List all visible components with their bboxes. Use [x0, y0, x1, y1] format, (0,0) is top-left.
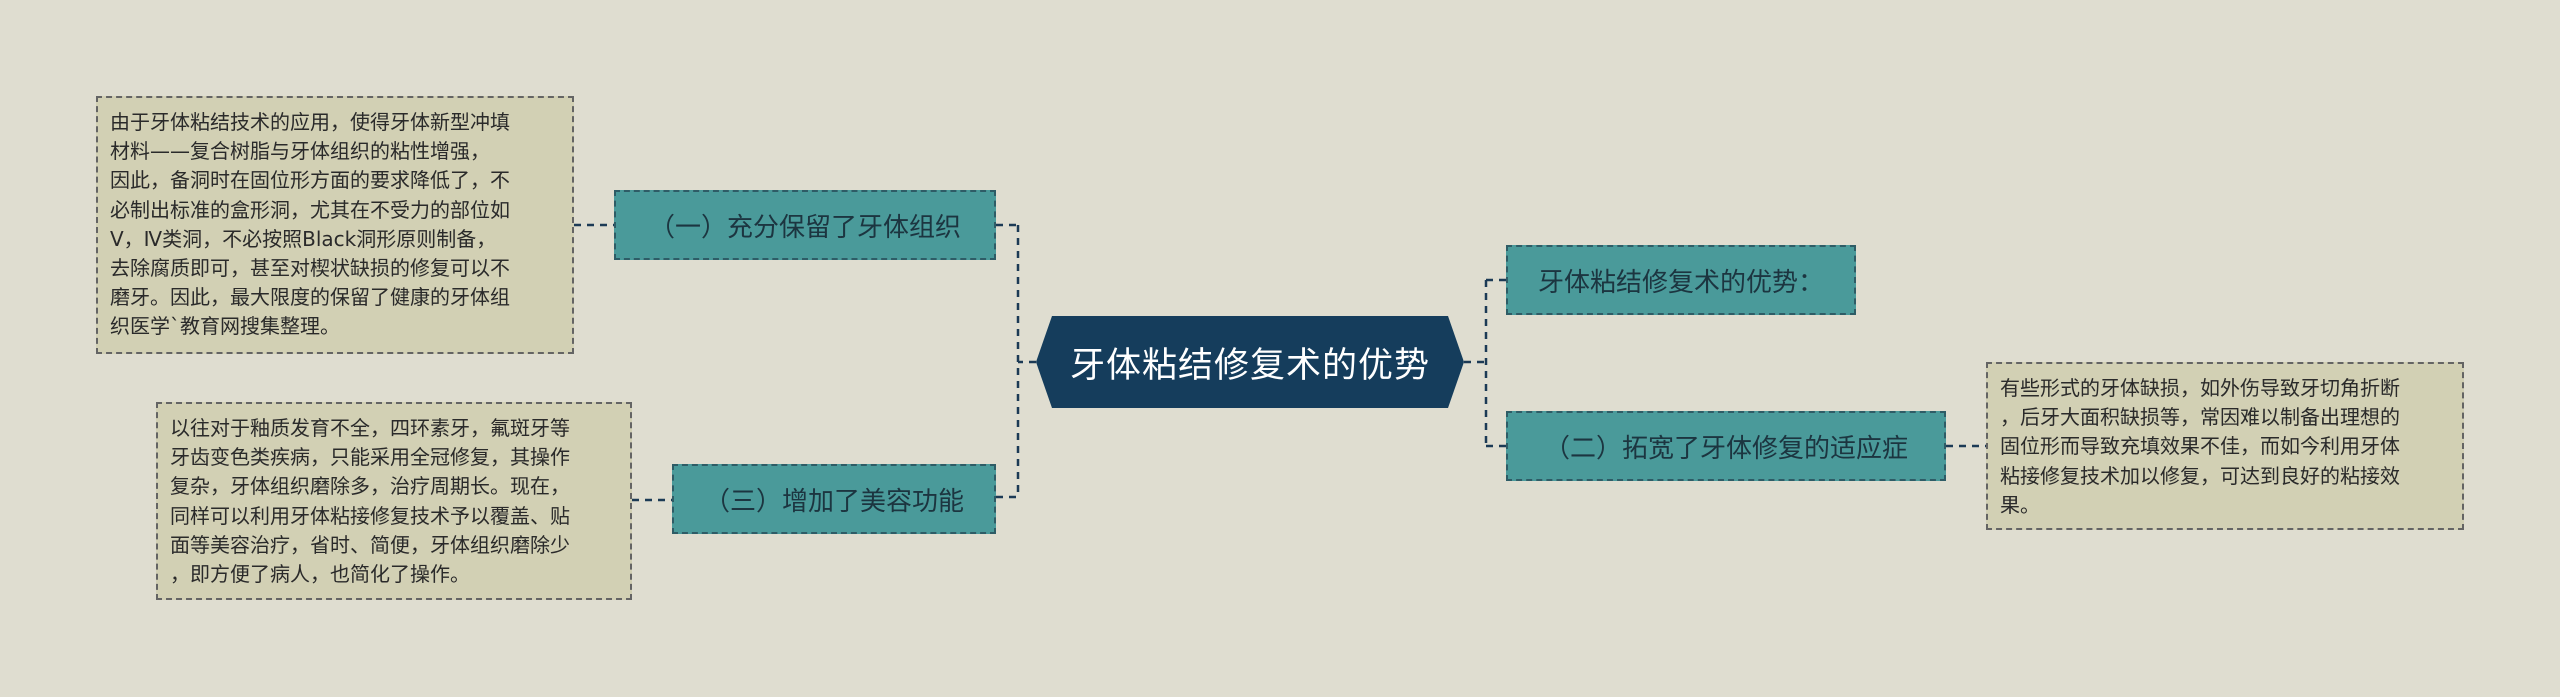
note-line: 因此，备洞时在固位形方面的要求降低了，不 [110, 168, 510, 193]
connector-root-right [1464, 280, 1488, 446]
note-preserve-tooth-tissue: 由于牙体粘结技术的应用，使得牙体新型冲填 材料——复合树脂与牙体组织的粘性增强，… [96, 96, 574, 354]
note-line: 果。 [2000, 492, 2040, 517]
note-line: 去除腐质即可，甚至对楔状缺损的修复可以不 [110, 256, 510, 281]
branch-preserve-tooth-tissue[interactable]: （一）充分保留了牙体组织 [614, 190, 996, 260]
note-line: 材料——复合树脂与牙体组织的粘性增强， [110, 139, 490, 164]
note-line: 必制出标准的盒形洞，尤其在不受力的部位如 [110, 197, 510, 222]
note-line: 固位形而导致充填效果不佳，而如今利用牙体 [2000, 434, 2400, 459]
note-line: 以往对于釉质发育不全，四环素牙，氟斑牙等 [170, 416, 570, 440]
note-line: 面等美容治疗，省时、简便，牙体组织磨除少 [170, 532, 570, 557]
note-line: 由于牙体粘结技术的应用，使得牙体新型冲填 [110, 110, 510, 134]
note-line: 织医学`教育网搜集整理。 [110, 314, 340, 339]
note-line: 磨牙。因此，最大限度的保留了健康的牙体组 [110, 285, 510, 310]
note-line: Ⅴ，Ⅳ类洞，不必按照Black洞形原则制备， [110, 226, 497, 251]
branch-advantages-heading[interactable]: 牙体粘结修复术的优势： [1506, 245, 1856, 315]
note-line: 复杂，牙体组织磨除多，治疗周期长。现在， [170, 474, 570, 499]
branch-indications[interactable]: （二）拓宽了牙体修复的适应症 [1506, 411, 1946, 481]
note-line: 同样可以利用牙体粘接修复技术予以覆盖、贴 [170, 503, 570, 528]
branch-cosmetic-function[interactable]: （三）增加了美容功能 [672, 464, 996, 534]
connector-root-left [1016, 225, 1036, 497]
note-line: 牙齿变色类疾病，只能采用全冠修复，其操作 [170, 445, 570, 470]
root-node[interactable]: 牙体粘结修复术的优势 [1036, 316, 1464, 408]
note-line: 粘接修复技术加以修复，可达到良好的粘接效 [2000, 463, 2400, 488]
note-cosmetic-function: 以往对于釉质发育不全，四环素牙，氟斑牙等 牙齿变色类疾病，只能采用全冠修复，其操… [156, 402, 632, 600]
note-line: ，即方便了病人，也简化了操作。 [170, 562, 470, 587]
note-line: 有些形式的牙体缺损，如外伤导致牙切角折断 [2000, 376, 2400, 400]
note-line: ，后牙大面积缺损等，常因难以制备出理想的 [2000, 405, 2400, 430]
note-indications: 有些形式的牙体缺损，如外伤导致牙切角折断 ，后牙大面积缺损等，常因难以制备出理想… [1986, 362, 2464, 530]
